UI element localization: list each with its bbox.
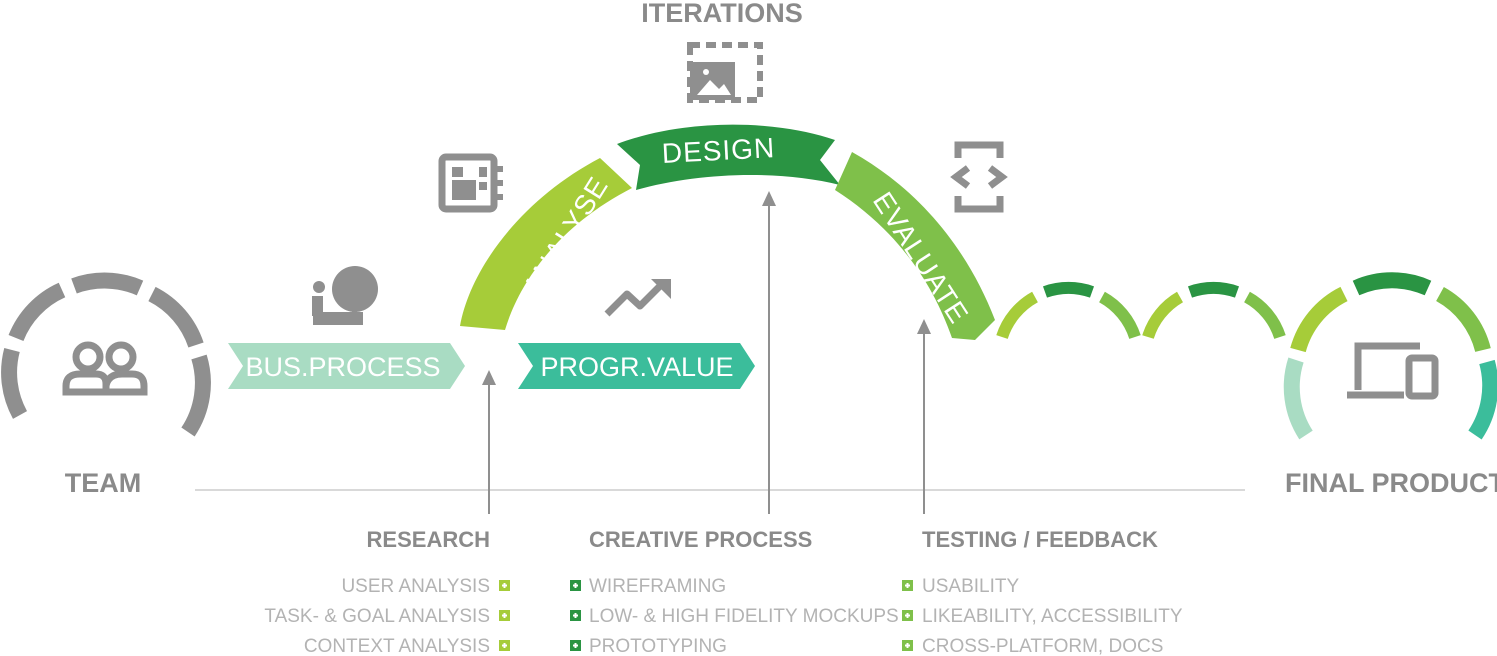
progr-value-chevron bbox=[518, 343, 755, 389]
final-product-ring bbox=[1283, 272, 1497, 440]
devices-icon bbox=[1347, 342, 1439, 400]
arrows bbox=[482, 191, 931, 514]
team-ring bbox=[1, 272, 211, 437]
list-item: LOW- & HIGH FIDELITY MOCKUPS bbox=[589, 606, 899, 627]
chip-layout-inner bbox=[452, 166, 503, 200]
final-product-label: FINAL PRODUCT bbox=[1285, 468, 1497, 498]
research-title: RESEARCH bbox=[367, 527, 490, 552]
team-people-icon bbox=[62, 341, 148, 396]
bus-process-chevron bbox=[228, 343, 465, 389]
list-item: TASK- & GOAL ANALYSIS bbox=[264, 606, 490, 627]
research-list: USER ANALYSIS TASK- & GOAL ANALYSIS CONT… bbox=[264, 576, 510, 656]
chip-layout-icon bbox=[438, 153, 498, 213]
plus-bullet-mark bbox=[905, 583, 910, 648]
list-item: CROSS-PLATFORM, DOCS bbox=[922, 636, 1163, 656]
list-item: USABILITY bbox=[922, 576, 1019, 597]
bus-process-label: BUS.PROCESS bbox=[245, 352, 440, 382]
image-frame-icon bbox=[687, 42, 763, 103]
design-band bbox=[617, 124, 840, 190]
iteration-arc-1 bbox=[996, 282, 1141, 340]
list-item: WIREFRAMING bbox=[589, 576, 726, 597]
progr-value-label: PROGR.VALUE bbox=[540, 352, 733, 382]
list-item: USER ANALYSIS bbox=[341, 576, 490, 597]
list-item: CONTEXT ANALYSIS bbox=[304, 636, 490, 656]
list-item: PROTOTYPING bbox=[589, 636, 727, 656]
iterations-label: ITERATIONS bbox=[641, 0, 803, 28]
testing-title: TESTING / FEEDBACK bbox=[922, 527, 1158, 552]
creative-title: CREATIVE PROCESS bbox=[589, 527, 812, 552]
trend-up-icon bbox=[604, 279, 671, 317]
plus-bullet-mark bbox=[502, 583, 507, 648]
code-device-icon bbox=[950, 141, 1008, 213]
evaluate-band bbox=[835, 152, 995, 340]
list-item: LIKEABILITY, ACCESSIBILITY bbox=[922, 606, 1183, 627]
team-label: TEAM bbox=[65, 468, 142, 498]
analyse-band bbox=[460, 158, 632, 330]
presenter-icon bbox=[312, 266, 378, 325]
testing-list: USABILITY LIKEABILITY, ACCESSIBILITY CRO… bbox=[902, 576, 1183, 656]
iteration-arc-2 bbox=[1142, 282, 1286, 340]
creative-list: WIREFRAMING LOW- & HIGH FIDELITY MOCKUPS… bbox=[570, 576, 899, 656]
design-label: DESIGN bbox=[661, 132, 776, 169]
plus-bullet-mark bbox=[573, 583, 578, 648]
